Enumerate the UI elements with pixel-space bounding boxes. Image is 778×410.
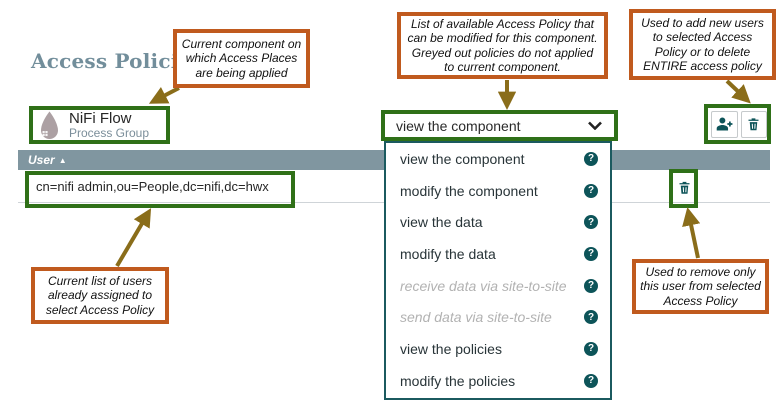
arrow-to-component [148,86,180,104]
help-icon[interactable]: ? [584,278,598,293]
help-icon[interactable]: ? [584,246,598,261]
dropdown-item-view-policies[interactable]: view the policies ? [386,333,610,365]
arrow-to-toolbar [725,79,751,104]
delete-policy-trash-icon [748,118,759,131]
component-name: NiFi Flow [69,109,132,127]
sort-ascending-icon: ▲ [58,155,67,165]
annotation-remove-user: Used to remove only this user from selec… [632,259,769,314]
dropdown-item-modify-data[interactable]: modify the data ? [386,238,610,270]
dropdown-item-view-component[interactable]: view the component ? [386,143,610,175]
help-icon[interactable]: ? [584,310,598,325]
policy-select[interactable]: view the component [385,114,614,137]
user-column-label: User [28,153,55,167]
dropdown-item-view-data[interactable]: view the data ? [386,206,610,238]
dropdown-item-modify-policies[interactable]: modify the policies ? [386,365,610,397]
page-title: Access Policies [31,49,203,73]
policy-toolbar [704,104,771,144]
annotation-policy-list: List of available Access Policy that can… [397,12,608,79]
nifi-drop-icon [41,111,58,139]
dropdown-item-send-site-to-site: send data via site-to-site ? [386,301,610,333]
help-icon[interactable]: ? [584,183,598,198]
component-type: Process Group [69,125,150,140]
chevron-down-icon [588,121,602,130]
dropdown-item-receive-site-to-site: receive data via site-to-site ? [386,270,610,302]
delete-policy-button[interactable] [740,110,767,138]
add-user-button[interactable] [711,110,738,138]
help-icon[interactable]: ? [584,373,598,388]
help-icon[interactable]: ? [584,151,598,166]
current-component: NiFi Flow Process Group [29,106,170,144]
annotation-user-list: Current list of users already assigned t… [31,267,169,324]
policy-dropdown-list: view the component ? modify the componen… [384,141,612,400]
help-icon[interactable]: ? [584,341,598,356]
annotation-add-delete: Used to add new users to selected Access… [629,9,776,80]
remove-user-icon[interactable] [677,180,692,195]
policy-select-value: view the component [396,117,521,134]
add-user-icon [716,116,733,131]
arrow-to-remove-user [682,207,701,259]
dropdown-item-modify-component[interactable]: modify the component ? [386,175,610,207]
help-icon[interactable]: ? [584,215,598,230]
arrow-to-user-row [115,208,152,268]
user-cell: cn=nifi admin,ou=People,dc=nifi,dc=hwx [36,178,269,194]
